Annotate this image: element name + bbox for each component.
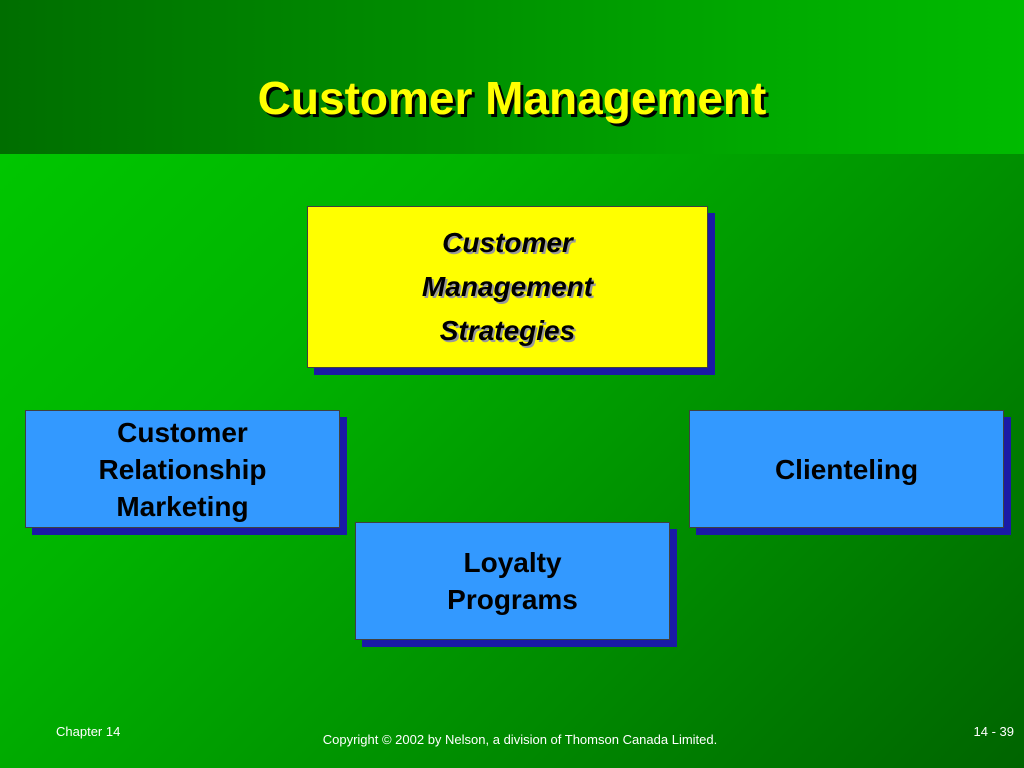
crm-label: Customer Relationship Marketing — [98, 414, 266, 525]
crm-line-1: Customer — [117, 416, 248, 448]
central-strategy-line-1: Customer — [442, 227, 573, 258]
footer-page-number: 14 - 39 — [973, 724, 1014, 739]
central-strategy-line-3: Strategies — [439, 315, 576, 346]
clienteling-line-1: Clienteling — [774, 453, 919, 485]
central-strategy-line-2: Management — [421, 271, 594, 302]
crm-line-2: Relationship — [98, 453, 267, 485]
footer-chapter: Chapter 14 — [56, 724, 121, 739]
loyalty-box: Loyalty Programs — [355, 522, 670, 640]
title-band — [0, 0, 1024, 154]
clienteling-label: Clienteling — [775, 451, 918, 488]
clienteling-box: Clienteling — [689, 410, 1004, 528]
loyalty-line-1: Loyalty — [463, 547, 562, 578]
loyalty-line-2: Programs — [447, 584, 578, 615]
central-strategy-box: Customer Management Strategies — [307, 206, 708, 368]
crm-box: Customer Relationship Marketing — [25, 410, 340, 528]
crm-line-3: Marketing — [116, 490, 249, 522]
central-strategy-label: Customer Management Strategies — [422, 221, 593, 353]
slide-title: Customer Management — [257, 72, 767, 124]
footer-copyright: Copyright © 2002 by Nelson, a division o… — [322, 732, 718, 747]
loyalty-label: Loyalty Programs — [447, 544, 578, 618]
